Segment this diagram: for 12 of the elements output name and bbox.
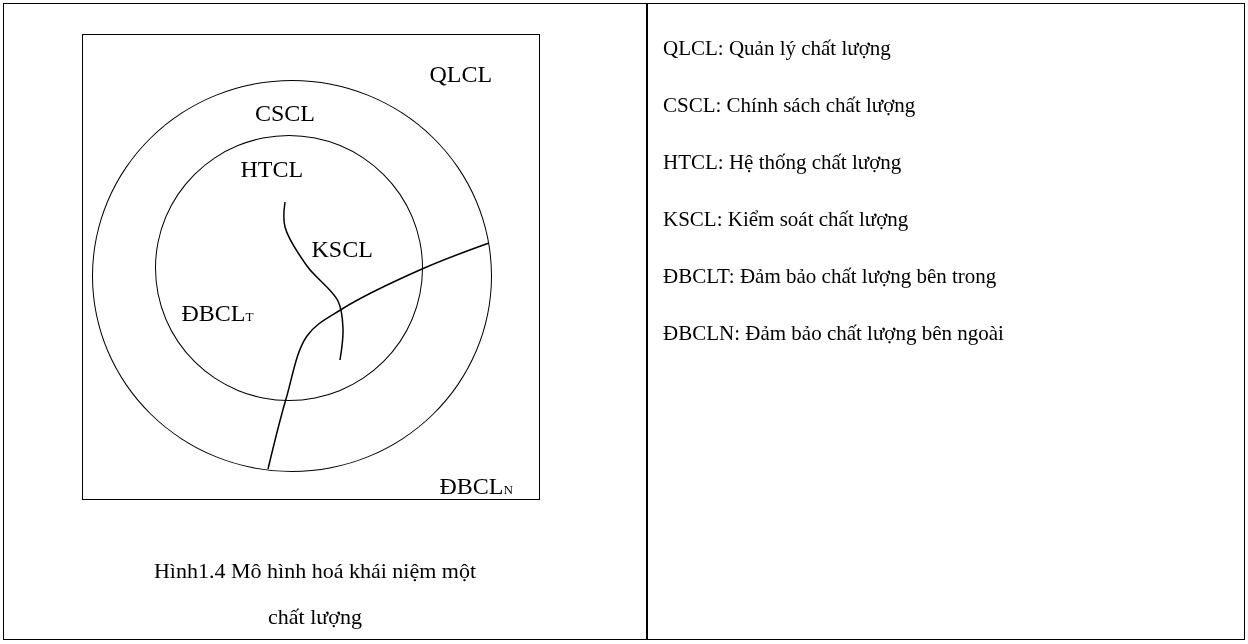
definition-text: QLCL: Quản lý chất lượng (663, 36, 891, 62)
region-label: KSCL (311, 236, 373, 261)
figure-caption: Hình1.4 Mô hình hoá khái niệm một chất lượng (153, 557, 477, 631)
region-label: QLCL (429, 61, 493, 86)
definition-text: ĐBCLT: Đảm bảo chất lượng bên trong (663, 264, 997, 290)
region-label: CSCL (255, 101, 316, 125)
definition-text: ĐBCLN: Đảm bảo chất lượng bên ngoài (663, 321, 1004, 347)
definition-text: KSCL: Kiểm soát chất lượng (663, 207, 909, 233)
definition-text: HTCL: Hệ thống chất lượng (663, 150, 902, 176)
region-label: HTCL (240, 156, 304, 181)
definition-text: CSCL: Chính sách chất lượng (663, 93, 916, 119)
square-boundary (82, 34, 540, 500)
